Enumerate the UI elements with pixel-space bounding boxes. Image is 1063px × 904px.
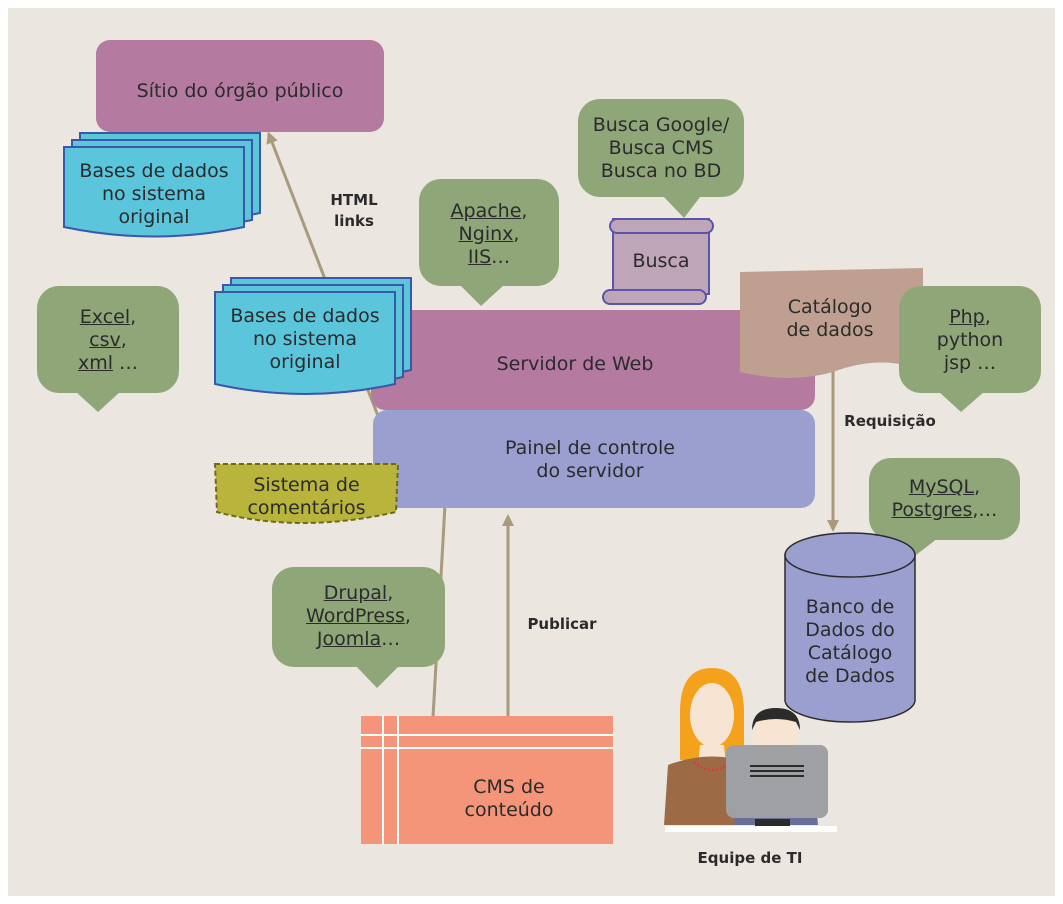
- search-bubble-line-3: Busca no BD: [600, 160, 722, 182]
- catalog-line-2: de dados: [786, 319, 874, 341]
- databases-top-label: Bases de dados no sistema original: [64, 160, 244, 229]
- databases-top-line-1: Bases de dados: [79, 160, 229, 182]
- cms-line-1: CMS de: [473, 776, 545, 798]
- webserver-bubble-text: Apache, Nginx, IIS…: [419, 200, 559, 269]
- control-panel-box: [373, 410, 815, 508]
- databases-mid-line-2: no sistema: [252, 328, 358, 350]
- bubble-webserver: [419, 179, 559, 306]
- cms-bubble-text: Drupal, WordPress, Joomla…: [272, 582, 445, 651]
- link-wordpress[interactable]: WordPress: [306, 605, 405, 627]
- database-stack-mid: [214, 277, 412, 395]
- suffix: ,: [120, 329, 127, 351]
- control-panel-line-2: do servidor: [536, 460, 644, 482]
- catalog-db-label: Banco de Dados do Catálogo de Dados: [785, 596, 915, 688]
- it-team-illustration: [664, 668, 837, 832]
- html-links-label: HTML links: [322, 190, 386, 232]
- suffix: …: [491, 246, 511, 268]
- link-mysql[interactable]: MySQL: [908, 476, 975, 498]
- html-label: HTML: [330, 191, 378, 209]
- comments-label: Sistema de comentários: [215, 474, 398, 520]
- bubble-search: [578, 99, 744, 218]
- catalog-label: Catálogo de dados: [760, 296, 900, 342]
- bubble-php: [899, 286, 1041, 412]
- requisicao-label: Requisição: [844, 412, 936, 430]
- cms-line-2: conteúdo: [464, 799, 554, 821]
- catalog-db-line-1: Banco de: [805, 596, 895, 618]
- suffix: ,: [521, 200, 528, 222]
- databases-top-line-2: no sistema: [101, 183, 207, 205]
- search-scroll-label: Busca: [632, 250, 690, 272]
- databases-top-line-3: original: [118, 206, 190, 228]
- link-nginx[interactable]: Nginx: [458, 223, 514, 245]
- suffix: ,: [404, 605, 411, 627]
- link-postgres[interactable]: Postgres: [891, 499, 973, 521]
- web-server-label: Servidor de Web: [496, 353, 654, 375]
- php-bubble-text: Php, python jsp …: [899, 306, 1041, 375]
- control-panel-label: Painel de controle do servidor: [440, 437, 740, 483]
- catalog-sheet: [740, 268, 923, 378]
- comments-line-1: Sistema de: [253, 474, 360, 496]
- publicar-label: Publicar: [527, 615, 597, 633]
- site-box: [96, 40, 384, 132]
- suffix: ,: [130, 306, 137, 328]
- bubble-db: [869, 458, 1020, 555]
- comments-line-2: comentários: [247, 497, 366, 519]
- databases-mid-line-1: Bases de dados: [230, 305, 380, 327]
- control-panel-line-1: Painel de controle: [505, 437, 675, 459]
- search-scroll-shape: [602, 218, 714, 305]
- cms-window: [361, 716, 613, 844]
- databases-mid-line-3: original: [269, 351, 341, 373]
- suffix: ,: [387, 582, 394, 604]
- comments-box: [213, 463, 400, 524]
- suffix: ,: [974, 476, 981, 498]
- database-stack-top: [63, 132, 261, 238]
- suffix: ,: [513, 223, 520, 245]
- site-label: Sítio do órgão público: [136, 80, 344, 102]
- it-team-label: Equipe de TI: [697, 849, 803, 867]
- suffix: …: [381, 628, 401, 650]
- suffix: ,: [984, 306, 991, 328]
- link-php[interactable]: Php: [949, 306, 985, 328]
- catalog-line-1: Catálogo: [787, 296, 873, 318]
- cms-label: CMS de conteúdo: [405, 776, 613, 822]
- suffix: …: [112, 352, 139, 374]
- search-bubble-line-1: Busca Google/: [592, 114, 730, 136]
- bubble-excel: [37, 286, 179, 412]
- catalog-db-cylinder: [784, 532, 916, 723]
- catalog-db-line-4: de Dados: [805, 665, 895, 687]
- db-bubble-text: MySQL, Postgres,…: [869, 476, 1020, 522]
- links-label: links: [334, 212, 374, 230]
- php-line-python: python: [936, 329, 1004, 351]
- databases-mid-label: Bases de dados no sistema original: [215, 305, 395, 374]
- search-bubble-text: Busca Google/ Busca CMS Busca no BD: [578, 114, 744, 183]
- link-csv[interactable]: csv: [89, 329, 121, 351]
- link-joomla[interactable]: Joomla: [316, 628, 382, 650]
- link-drupal[interactable]: Drupal: [323, 582, 388, 604]
- link-xml[interactable]: xml: [77, 352, 113, 374]
- link-apache[interactable]: Apache: [450, 200, 522, 222]
- search-bubble-line-2: Busca CMS: [608, 137, 714, 159]
- catalog-db-line-2: Dados do: [805, 619, 895, 641]
- link-excel[interactable]: Excel: [79, 306, 131, 328]
- suffix: ,…: [972, 499, 998, 521]
- php-line-jsp: jsp …: [943, 352, 997, 374]
- catalog-db-line-3: Catálogo: [807, 642, 893, 664]
- link-iis[interactable]: IIS: [467, 246, 492, 268]
- bubble-cms: [272, 567, 445, 688]
- web-server-box: [371, 310, 815, 410]
- excel-bubble-text: Excel, csv, xml …: [37, 306, 179, 375]
